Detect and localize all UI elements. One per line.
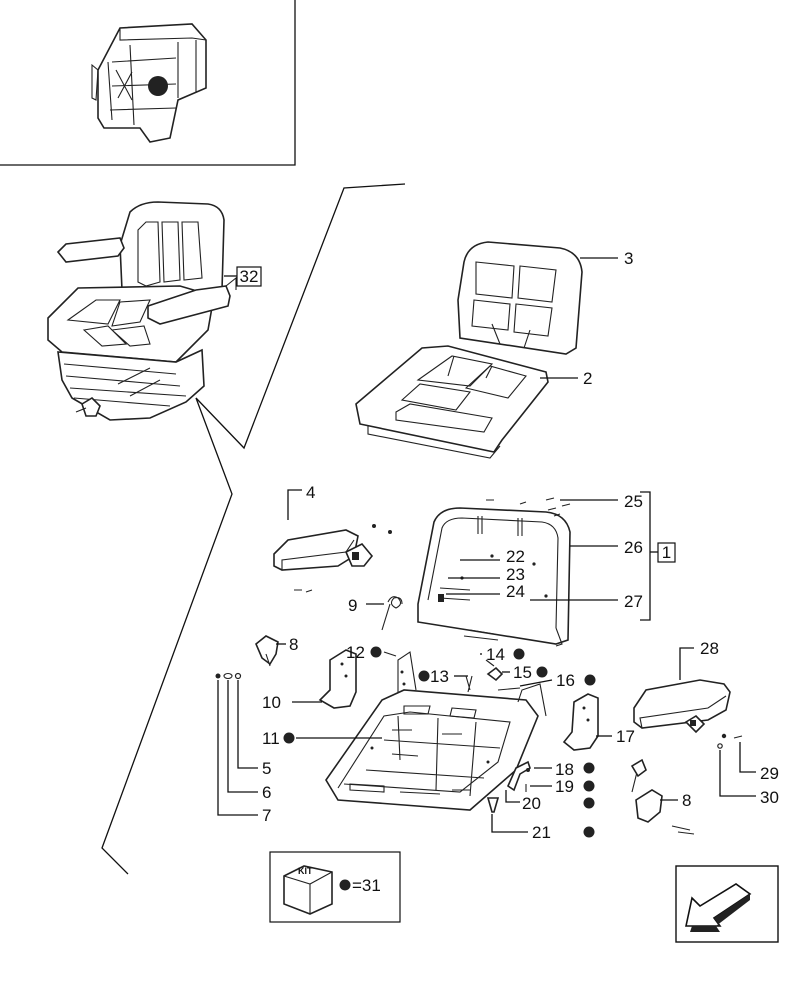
- callout-26: 26: [624, 538, 643, 557]
- kit-marker-11: [283, 732, 295, 744]
- callout-22: 22: [506, 547, 525, 566]
- seat-cushion-part: [355, 345, 549, 459]
- kit-marker-13: [418, 670, 430, 682]
- kit-marker-legend: [339, 879, 351, 891]
- callout-2: 2: [583, 369, 592, 388]
- callout-11: 11: [262, 729, 280, 748]
- seat-base-frame-part: [325, 651, 547, 811]
- callout-5: 5: [262, 759, 271, 778]
- callout-13: 13: [430, 667, 449, 686]
- callout-8-left: 8: [289, 635, 298, 654]
- kit-legend: KIT =31: [269, 851, 401, 923]
- navigation-arrow-button[interactable]: [675, 865, 779, 943]
- callout-1-label: 1: [662, 543, 671, 562]
- kit-box-label: KIT: [298, 866, 313, 876]
- callout-9: 9: [348, 596, 357, 615]
- callout-25: 25: [624, 492, 643, 511]
- left-armrest-part: [273, 529, 374, 571]
- callout-6: 6: [262, 783, 271, 802]
- kit-marker-15: [536, 666, 548, 678]
- backrest-frame-part: [417, 507, 571, 647]
- side-bracket-right-part: [562, 693, 599, 751]
- callout-16: 16: [556, 671, 575, 690]
- frame-fasteners: [294, 497, 571, 593]
- callout-24: 24: [506, 582, 525, 601]
- fasteners-29-30: [717, 733, 743, 749]
- zoom-guide-lines: [101, 183, 406, 875]
- callout-4: 4: [306, 483, 315, 502]
- kit-marker-14: [513, 648, 525, 660]
- callout-14: 14: [486, 645, 505, 664]
- callout-8-right: 8: [682, 791, 691, 810]
- callout-32-label: 32: [240, 267, 259, 286]
- kit-marker-20: [583, 797, 595, 809]
- assembled-seat-illustration: [47, 201, 237, 421]
- side-bracket-left-part: [318, 649, 357, 709]
- right-armrest-part: [633, 679, 731, 734]
- callout-19: 19: [555, 777, 574, 796]
- callout-28: 28: [700, 639, 719, 658]
- callout-30: 30: [760, 788, 779, 807]
- callout-15: 15: [513, 663, 532, 682]
- assembly-bracket-1: 1: [640, 491, 676, 621]
- callout-20: 20: [522, 794, 541, 813]
- callout-21: 21: [532, 823, 551, 842]
- callout-12: 12: [346, 643, 365, 662]
- callout-23: 23: [506, 565, 525, 584]
- belt-buckle-left-part: [255, 635, 279, 667]
- kit-equals-text: =31: [352, 876, 381, 895]
- tractor-locator-inset: [0, 0, 296, 166]
- callout-29: 29: [760, 764, 779, 783]
- callout-27: 27: [624, 592, 643, 611]
- callout-3: 3: [624, 249, 633, 268]
- kit-marker-19: [583, 780, 595, 792]
- kit-marker-16: [584, 674, 596, 686]
- spring-part: [381, 596, 403, 631]
- callout-32: 32: [224, 266, 262, 287]
- fasteners-5-6-7: [215, 672, 242, 680]
- tractor-cab-icon: [91, 23, 207, 143]
- kit-marker-18: [583, 762, 595, 774]
- backrest-cushion-part: [457, 241, 583, 355]
- callout-18: 18: [555, 760, 574, 779]
- callout-10: 10: [262, 693, 281, 712]
- callout-7: 7: [262, 806, 271, 825]
- kit-marker-21: [583, 826, 595, 838]
- adjust-lever-part: [506, 760, 531, 792]
- seat-location-dot: [148, 76, 168, 96]
- callout-17: 17: [616, 727, 635, 746]
- belt-buckle-right-part: [630, 758, 695, 835]
- kit-marker-12: [370, 646, 382, 658]
